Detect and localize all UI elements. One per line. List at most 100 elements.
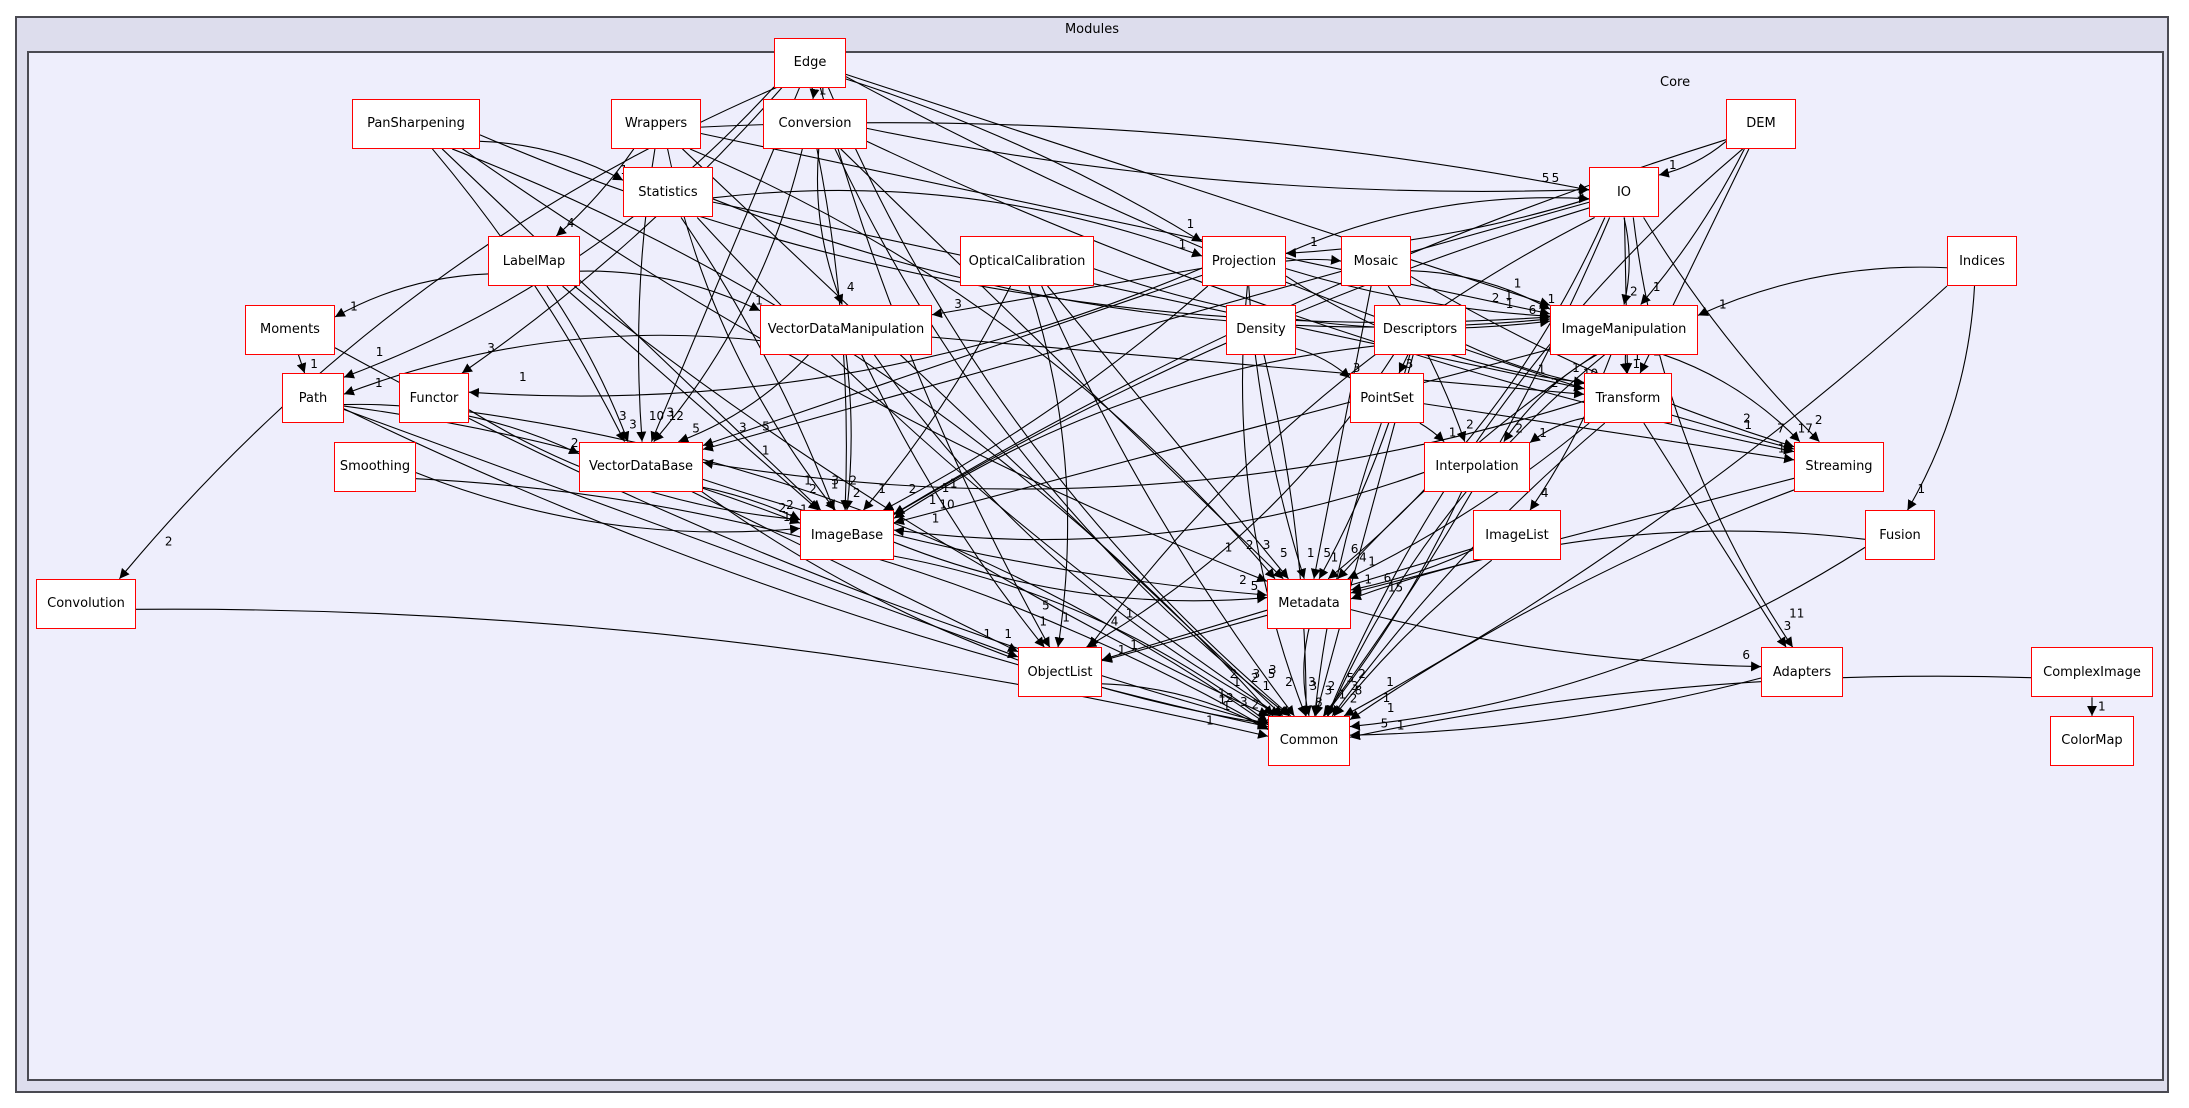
edge-count-label[interactable]: 1 bbox=[1397, 719, 1405, 733]
node-metadata[interactable]: Metadata bbox=[1267, 578, 1351, 629]
edge-count-label[interactable]: 3 bbox=[1784, 619, 1792, 633]
edge-count-label[interactable]: 1 bbox=[929, 493, 937, 507]
node-vector-data-manipulation[interactable]: VectorDataManipulation bbox=[760, 304, 932, 355]
edge-io-to-adapters[interactable] bbox=[1632, 217, 1794, 648]
edge-count-label[interactable]: 1 bbox=[878, 482, 886, 496]
edge-count-label[interactable]: 1 bbox=[819, 83, 827, 97]
edge-vectordatamanipulation-to-vectordatabase[interactable] bbox=[678, 354, 810, 443]
edge-count-label[interactable]: 5 bbox=[1268, 667, 1276, 681]
edge-count-label[interactable]: 2 bbox=[1350, 692, 1358, 706]
edge-count-label[interactable]: 5 bbox=[1552, 171, 1560, 185]
edge-count-label[interactable]: 1 bbox=[932, 512, 940, 526]
edge-statistics-to-common[interactable] bbox=[696, 217, 1281, 717]
edge-conversion-to-io[interactable] bbox=[866, 127, 1590, 195]
edge-count-label[interactable]: 4 bbox=[567, 216, 575, 230]
edge-count-label[interactable]: 4 bbox=[1541, 486, 1549, 500]
edge-pointset-to-streaming[interactable] bbox=[1423, 403, 1795, 464]
node-transform[interactable]: Transform bbox=[1584, 373, 1672, 424]
edge-transform-to-common[interactable] bbox=[1331, 422, 1606, 717]
node-point-set[interactable]: PointSet bbox=[1350, 373, 1424, 424]
edge-count-label[interactable]: 1 bbox=[350, 299, 358, 313]
edge-imagemanipulation-to-imagebase[interactable] bbox=[893, 348, 1551, 526]
edge-count-label[interactable]: 8 bbox=[1355, 683, 1363, 697]
edge-count-label[interactable]: 1 bbox=[1548, 292, 1556, 306]
edge-imagemanipulation-to-common[interactable] bbox=[1327, 354, 1606, 717]
edge-smoothing-to-imagebase[interactable] bbox=[415, 472, 801, 535]
node-optical-calibration[interactable]: OpticalCalibration bbox=[960, 236, 1094, 287]
edge-count-label[interactable]: 1 bbox=[1744, 418, 1752, 432]
edge-count-label[interactable]: 1 bbox=[1223, 699, 1231, 713]
node-image-list[interactable]: ImageList bbox=[1473, 510, 1561, 561]
edge-edge-to-projection[interactable] bbox=[845, 78, 1203, 243]
edge-count-label[interactable]: 2 bbox=[1246, 538, 1254, 552]
edge-imagelist-to-metadata[interactable] bbox=[1350, 549, 1474, 593]
edge-count-label[interactable]: 4 bbox=[1359, 550, 1367, 564]
edge-density-to-pointset[interactable] bbox=[1295, 348, 1351, 379]
node-indices[interactable]: Indices bbox=[1947, 236, 2017, 287]
node-smoothing[interactable]: Smoothing bbox=[334, 441, 416, 492]
edge-count-label[interactable]: 1 bbox=[1331, 550, 1339, 564]
edge-count-label[interactable]: 1 bbox=[1632, 357, 1640, 371]
edge-count-label[interactable]: 1 bbox=[1206, 714, 1214, 728]
edge-projection-to-vectordatabase[interactable] bbox=[702, 274, 1203, 448]
edge-count-label[interactable]: 5 bbox=[1347, 671, 1355, 685]
edge-count-label[interactable]: 1 bbox=[376, 345, 384, 359]
edge-count-label[interactable]: 1 bbox=[984, 627, 992, 641]
node-statistics[interactable]: Statistics bbox=[623, 167, 713, 218]
edge-statistics-to-imagebase[interactable] bbox=[680, 217, 836, 511]
edge-count-label[interactable]: 1 bbox=[1387, 701, 1395, 715]
edge-count-label[interactable]: 1 bbox=[1653, 280, 1661, 294]
edge-count-label[interactable]: 5 bbox=[1280, 546, 1288, 560]
edge-count-label[interactable]: 1 bbox=[1633, 349, 1641, 363]
edge-pansharpening-to-common[interactable] bbox=[451, 148, 1274, 717]
node-moments[interactable]: Moments bbox=[245, 304, 335, 355]
edge-count-label[interactable]: 1 bbox=[1262, 679, 1270, 693]
edge-count-label[interactable]: 3 bbox=[1253, 667, 1261, 681]
node-streaming[interactable]: Streaming bbox=[1794, 441, 1884, 492]
edge-projection-to-io[interactable] bbox=[1285, 193, 1590, 254]
edge-count-label[interactable]: 1 bbox=[519, 370, 527, 384]
edge-count-label[interactable]: 2 bbox=[1328, 679, 1336, 693]
node-conversion[interactable]: Conversion bbox=[763, 98, 867, 149]
node-functor[interactable]: Functor bbox=[399, 373, 469, 424]
edge-count-label[interactable]: 2 bbox=[1285, 675, 1293, 689]
edge-count-label[interactable]: 1 bbox=[1669, 158, 1677, 172]
edge-vectordatabase-to-common[interactable] bbox=[701, 491, 1269, 728]
edge-count-label[interactable]: 1 bbox=[1126, 607, 1134, 621]
edge-count-label[interactable]: 6 bbox=[1742, 648, 1750, 662]
node-color-map[interactable]: ColorMap bbox=[2050, 715, 2134, 766]
edge-labelmap-to-common[interactable] bbox=[574, 285, 1269, 717]
edge-count-label[interactable]: 2 bbox=[1264, 712, 1272, 726]
node-adapters[interactable]: Adapters bbox=[1761, 647, 1843, 698]
edge-count-label[interactable]: 1 bbox=[1538, 363, 1546, 377]
edge-count-label[interactable]: 3 bbox=[1263, 538, 1271, 552]
edge-moments-to-path[interactable] bbox=[296, 354, 307, 374]
edge-count-label[interactable]: 1 bbox=[1307, 546, 1315, 560]
edge-vectordatamanipulation-to-objectlist[interactable] bbox=[861, 354, 1045, 648]
edge-count-label[interactable]: 3 bbox=[1269, 663, 1277, 677]
edge-pansharpening-to-metadata[interactable] bbox=[462, 148, 1268, 583]
edge-count-label[interactable]: 2 bbox=[1466, 417, 1474, 431]
edge-count-label[interactable]: 1 bbox=[375, 376, 383, 390]
edge-compleximage-to-common[interactable] bbox=[1349, 675, 2032, 741]
edge-count-label[interactable]: 2 bbox=[786, 498, 794, 512]
edge-count-label[interactable]: 1 bbox=[1778, 441, 1786, 455]
edge-count-label[interactable]: 3 bbox=[831, 474, 839, 488]
edge-count-label[interactable]: 2 bbox=[1230, 667, 1238, 681]
edge-count-label[interactable]: 5 bbox=[1042, 599, 1050, 613]
edge-count-label[interactable]: 1 bbox=[755, 293, 763, 307]
edge-count-label[interactable]: 1 bbox=[1449, 426, 1457, 440]
edge-vectordatamanipulation-to-imagebase[interactable] bbox=[843, 354, 853, 511]
edge-imagebase-to-metadata[interactable] bbox=[893, 541, 1268, 604]
node-pan-sharpening[interactable]: PanSharpening bbox=[352, 98, 480, 149]
edge-count-label[interactable]: 1 bbox=[1004, 627, 1012, 641]
edge-count-label[interactable]: 1 bbox=[1368, 554, 1376, 568]
edge-count-label[interactable]: 6 bbox=[1384, 571, 1392, 585]
node-image-manipulation[interactable]: ImageManipulation bbox=[1550, 304, 1698, 355]
edge-count-label[interactable]: 1 bbox=[1506, 297, 1514, 311]
edge-vectordatamanipulation-to-transform[interactable] bbox=[931, 336, 1585, 399]
edge-vectordatamanipulation-to-common[interactable] bbox=[873, 354, 1282, 717]
edge-count-label[interactable]: 2 bbox=[1358, 667, 1366, 681]
edge-count-label[interactable]: 2 bbox=[571, 436, 579, 450]
edge-adapters-to-common[interactable] bbox=[1349, 677, 1762, 740]
